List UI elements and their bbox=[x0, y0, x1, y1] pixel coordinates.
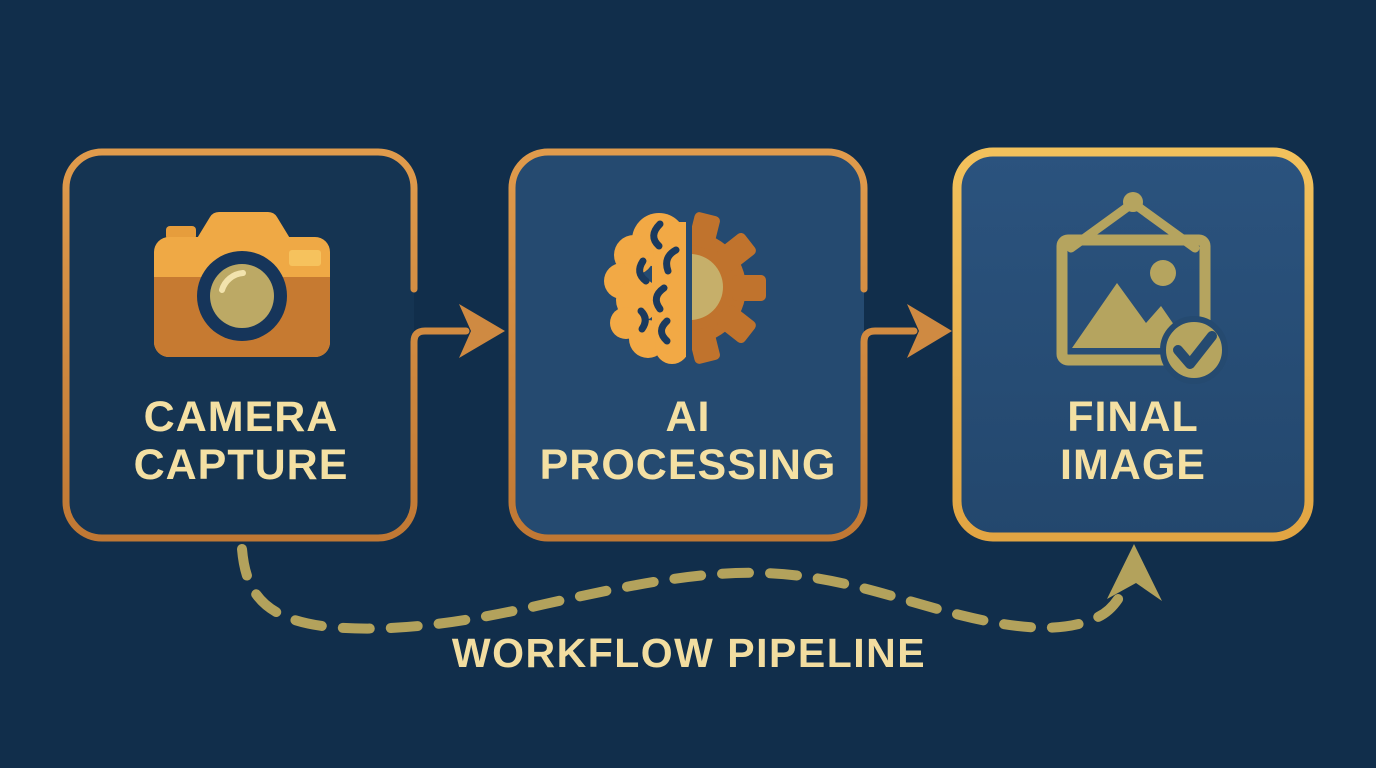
camera-flash bbox=[289, 250, 321, 266]
step3-border bbox=[952, 147, 1314, 542]
camera-lens-highlight bbox=[219, 270, 246, 293]
brain-fold-lines bbox=[636, 220, 680, 345]
brain-gear-icon bbox=[604, 212, 766, 364]
camera-side-nub bbox=[166, 226, 196, 240]
camera-top-hump bbox=[196, 212, 291, 240]
brain-half bbox=[604, 213, 686, 364]
arrow-right-icon bbox=[907, 304, 952, 358]
step3-label-line1: FINAL bbox=[1067, 393, 1199, 441]
step1-border-with-arrow-stem bbox=[62, 148, 470, 542]
step-box-final-image: FINAL IMAGE bbox=[952, 147, 1314, 542]
arrow-right-icon bbox=[459, 304, 505, 358]
step2-label-line1: AI bbox=[666, 393, 711, 441]
step-box-ai-processing: AI PROCESSING bbox=[508, 148, 918, 542]
connector-step1-to-step2 bbox=[459, 304, 505, 358]
picture-frame bbox=[1056, 234, 1211, 366]
connector-step2-to-step3 bbox=[907, 304, 952, 358]
step1-label-line1: CAMERA bbox=[144, 393, 339, 441]
check-mark-icon bbox=[1173, 331, 1217, 369]
frame-hanger-knob bbox=[1123, 192, 1143, 212]
picture-sun bbox=[1150, 260, 1176, 286]
gear-half bbox=[692, 212, 766, 364]
camera-icon bbox=[154, 212, 330, 357]
step2-panel bbox=[512, 152, 864, 538]
step3-label-line2: IMAGE bbox=[1060, 441, 1206, 489]
connector-workflow-pipeline-dashed bbox=[237, 544, 1162, 634]
step2-border-with-arrow-stem bbox=[508, 148, 918, 542]
dashed-curve bbox=[237, 544, 1138, 634]
pipeline-caption: WORKFLOW PIPELINE bbox=[452, 630, 926, 676]
step-box-camera-capture: CAMERA CAPTURE bbox=[62, 148, 470, 542]
step2-label-line2: PROCESSING bbox=[540, 441, 837, 489]
step1-label-line2: CAPTURE bbox=[134, 441, 349, 489]
picture-mountains bbox=[1072, 283, 1190, 348]
brain-lobes bbox=[604, 213, 686, 364]
arrow-up-icon bbox=[1107, 544, 1162, 601]
framed-image-check-icon bbox=[1056, 192, 1228, 384]
gear-hub bbox=[692, 254, 723, 320]
check-circle bbox=[1160, 316, 1228, 384]
